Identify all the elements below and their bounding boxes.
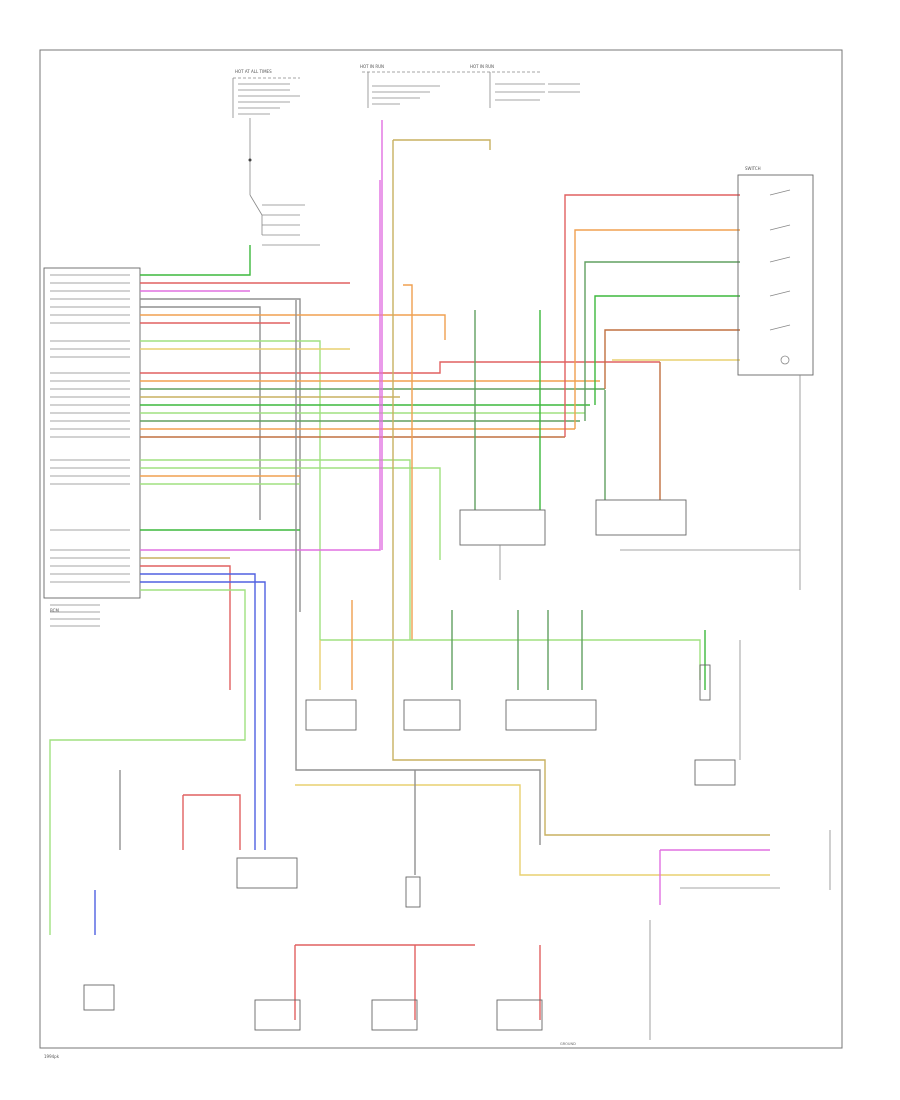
svg-text:GROUND: GROUND (560, 1042, 576, 1046)
relay-row (305, 600, 741, 786)
diagram-labels: HOT AT ALL TIMES HOT IN RUN HOT IN RUN B… (44, 64, 761, 1059)
switch-assembly-top (249, 175, 320, 246)
module-wires (49, 180, 660, 935)
svg-text:BCM: BCM (50, 608, 59, 613)
mid-switch-wires (459, 310, 800, 580)
svg-text:HOT IN RUN: HOT IN RUN (360, 64, 384, 69)
svg-text:HOT IN RUN: HOT IN RUN (470, 64, 494, 69)
svg-text:SWITCH: SWITCH (745, 166, 761, 171)
bottom-section (83, 770, 831, 1040)
diagram-border (39, 49, 843, 1049)
fuse-panel-left (232, 77, 300, 175)
trunk-wires (295, 120, 770, 905)
right-switch-wires (564, 174, 814, 590)
footer-code: 1994pk (44, 1054, 60, 1059)
svg-text:HOT AT ALL TIMES: HOT AT ALL TIMES (235, 69, 272, 74)
control-module (43, 267, 141, 627)
fuse-panel-center (362, 71, 580, 108)
